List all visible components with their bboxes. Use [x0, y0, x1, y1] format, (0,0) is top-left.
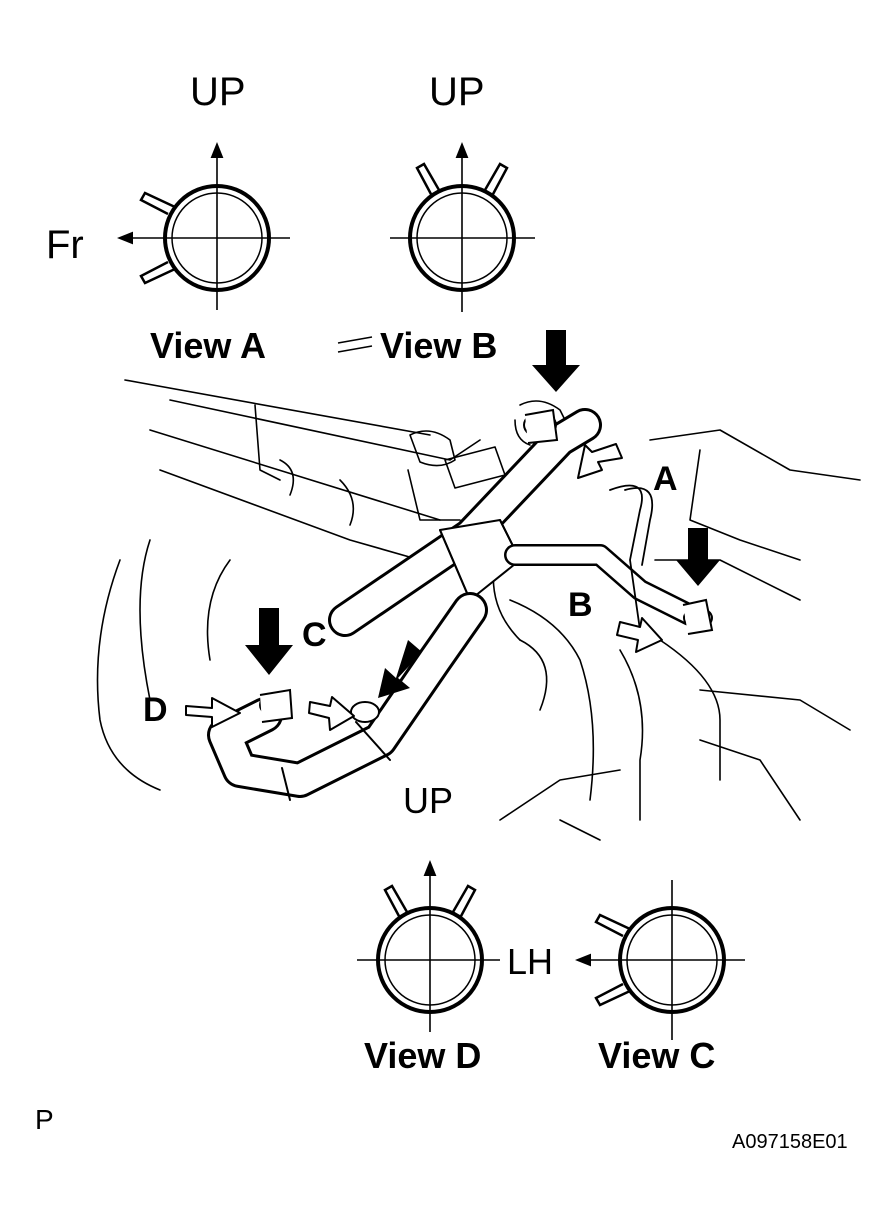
heater-hose-lower: [207, 592, 488, 801]
heater-hose-upper: [328, 408, 602, 637]
view-b-up-label: UP: [429, 70, 485, 114]
view-b-clamp: [337, 142, 535, 353]
view-a-title: View A: [150, 325, 267, 366]
view-c-clamp-tab-upper: [594, 913, 631, 938]
heater-hose-branch: [504, 484, 701, 631]
view-c-clamp-tab-lower: [594, 982, 631, 1007]
view-a-up-label: UP: [190, 70, 246, 114]
black-arrows: [245, 330, 720, 698]
callout-c: C: [302, 616, 327, 654]
engine-up-label: UP: [403, 780, 454, 821]
view-a-clamp-tab-lower: [139, 260, 176, 285]
arrow-d-outline: [185, 697, 241, 728]
clamp-a: [523, 408, 559, 444]
arrow-view-c: [245, 608, 293, 675]
view-a-clamp: [117, 142, 290, 310]
callout-a: A: [653, 460, 678, 498]
view-d-clamp-tab-left: [383, 884, 409, 919]
view-c-lh-label: LH: [507, 941, 554, 982]
view-a-front-label: Fr: [46, 223, 84, 267]
outline-arrows: [185, 443, 663, 731]
callout-b: B: [568, 586, 593, 624]
view-c-title: View C: [598, 1035, 716, 1076]
arrow-view-c-hose: [378, 640, 422, 698]
clamp-c: [259, 688, 294, 723]
arrow-a-outline: [577, 443, 623, 479]
arrow-b-outline: [616, 617, 663, 653]
view-b-title: View B: [380, 325, 498, 366]
page-marker: P: [35, 1104, 54, 1135]
view-b-clamp-tab-left: [415, 162, 441, 197]
arrow-view-d-outline: [308, 696, 355, 731]
clamp-d: [350, 701, 380, 723]
callout-d: D: [143, 691, 168, 729]
view-d-title: View D: [364, 1035, 482, 1076]
clamp-b: [682, 598, 714, 635]
view-c-clamp: [575, 880, 745, 1040]
view-b-clamp-tab-right: [483, 162, 509, 197]
figure-code: A097158E01: [732, 1131, 848, 1153]
view-d-clamp-tab-right: [451, 884, 477, 919]
view-d-clamp: [357, 860, 500, 1032]
view-a-clamp-tab-upper: [139, 191, 176, 216]
arrow-view-b: [532, 330, 580, 392]
arrow-view-a: [676, 528, 720, 586]
